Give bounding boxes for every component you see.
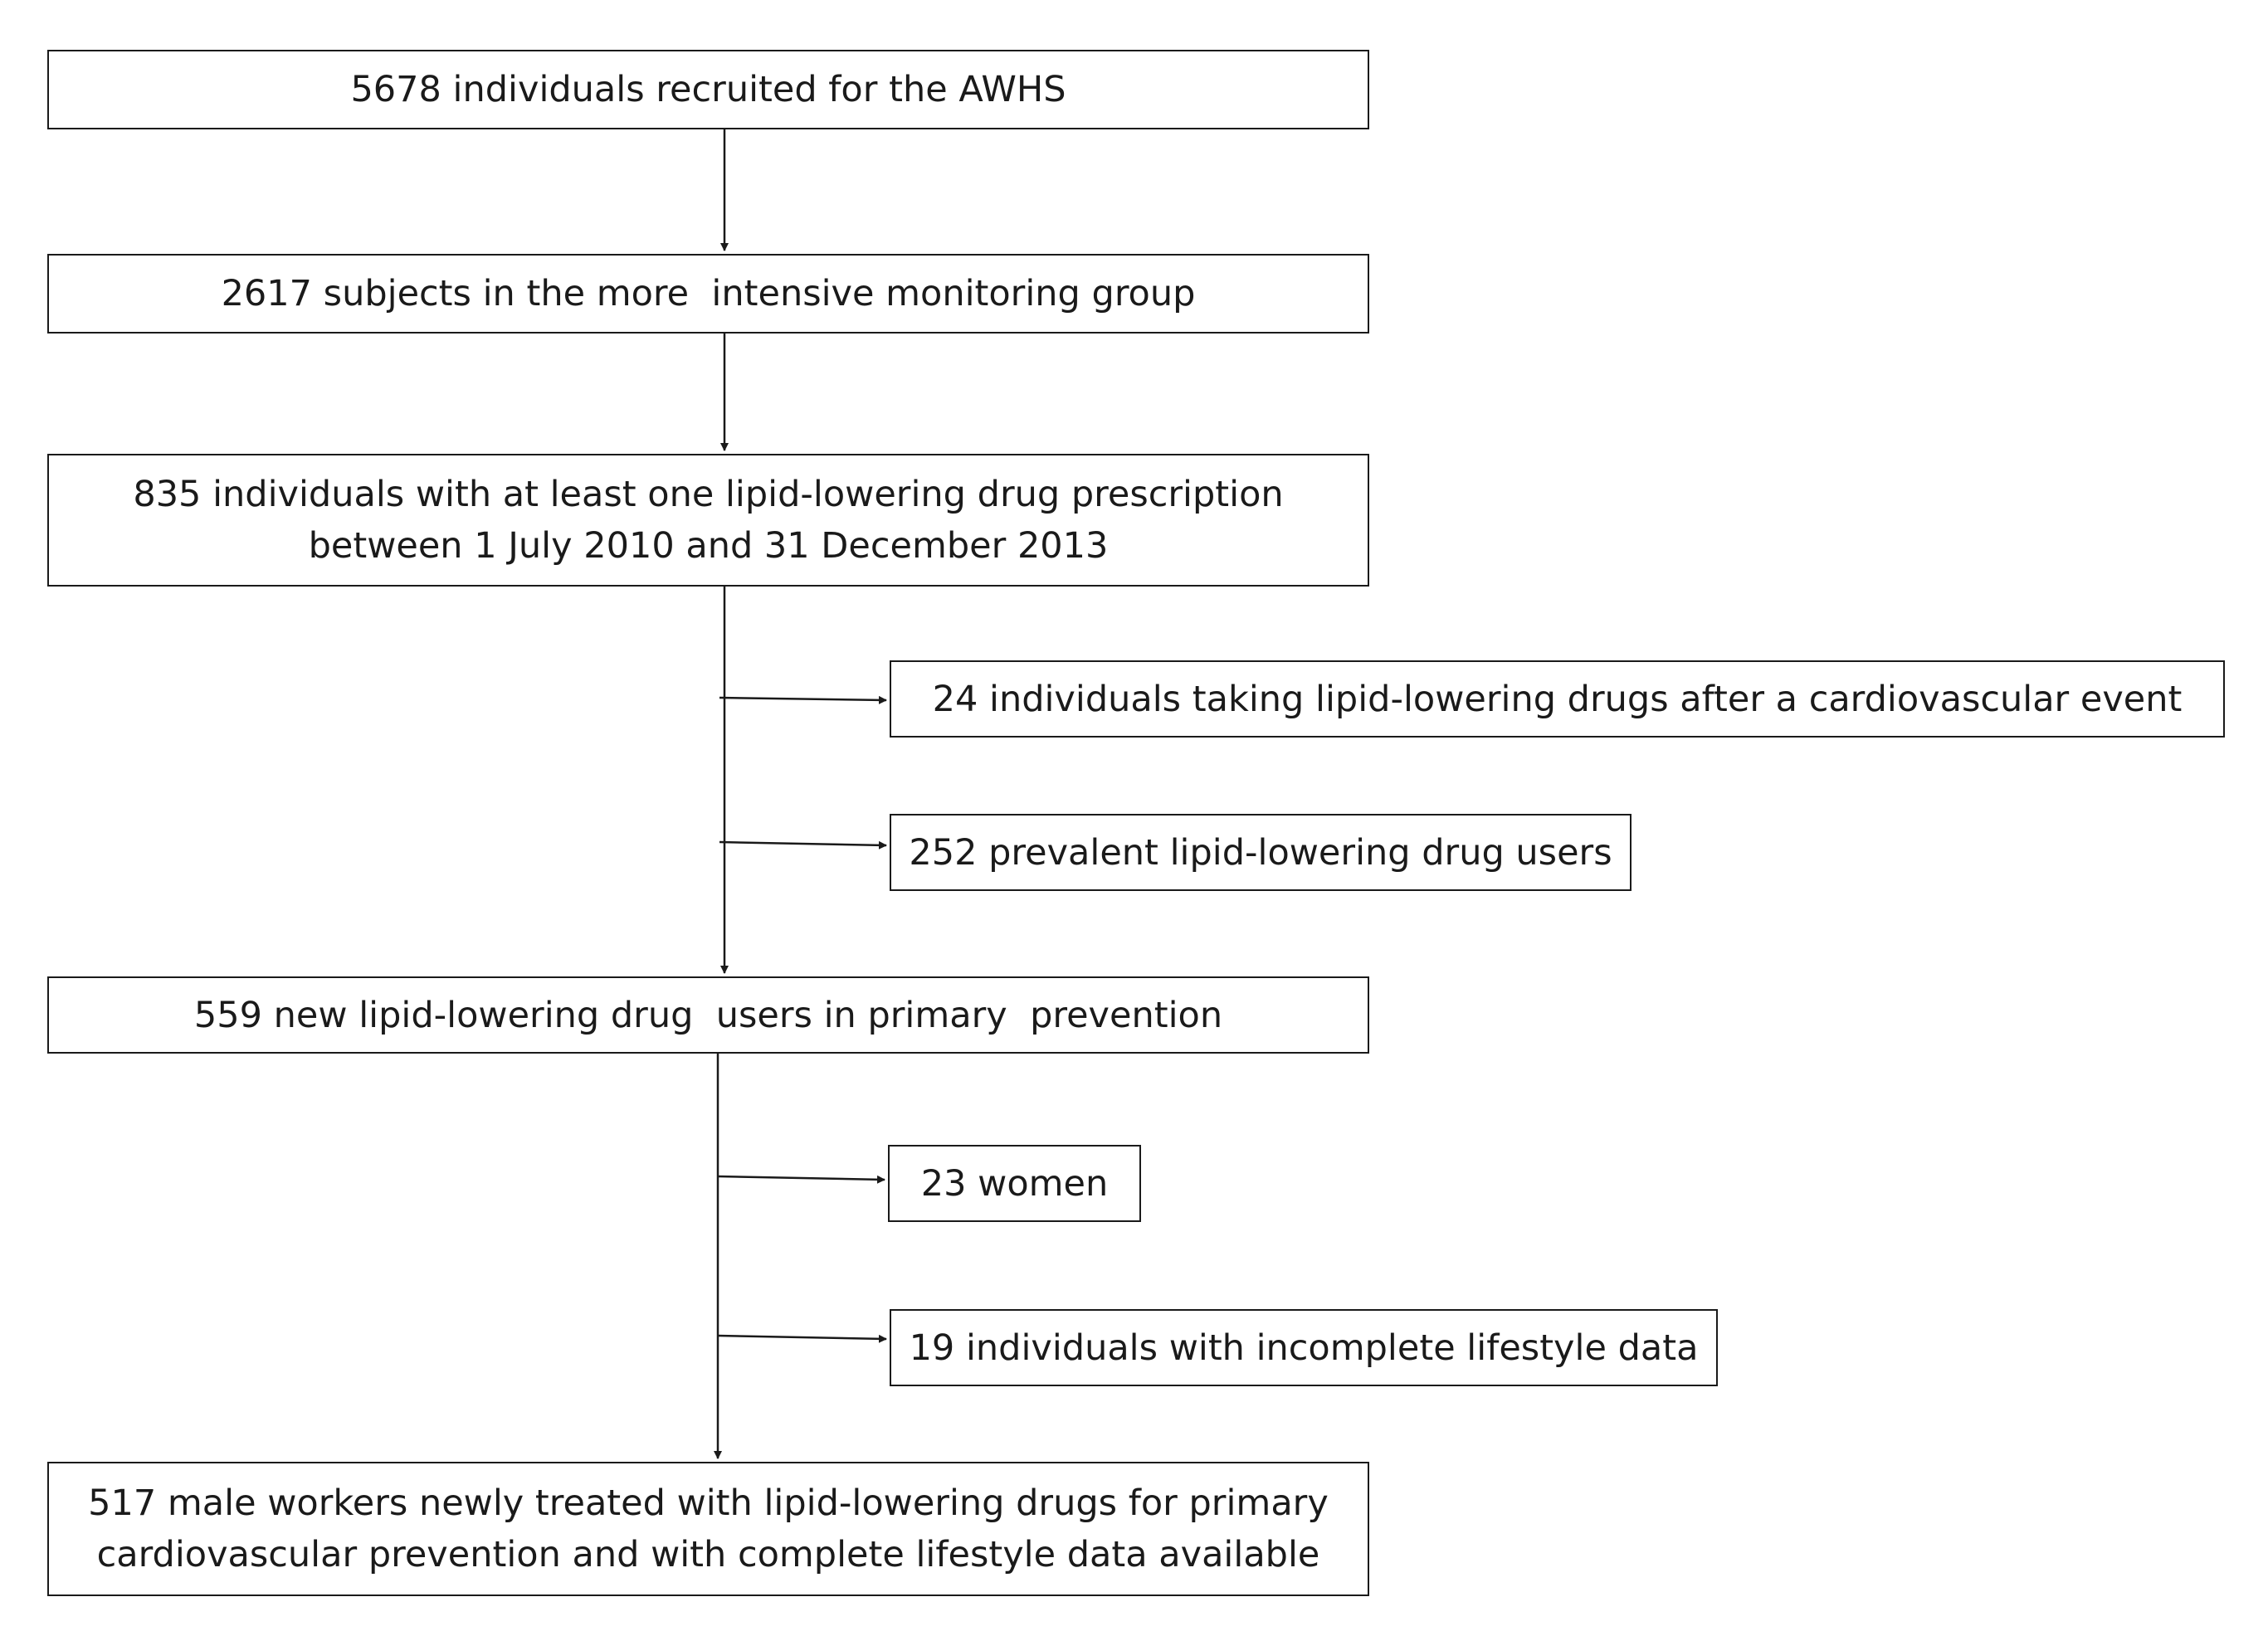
box-prescription-line-1: 835 individuals with at least one lipid-… [133, 474, 1284, 515]
box-final-cohort: 517 male workers newly treated with lipi… [47, 1462, 1369, 1596]
box-recruited-text: 5678 individuals recruited for the AWHS [350, 69, 1066, 110]
exclusion-cardiovascular-event-text: 24 individuals taking lipid-lowering dru… [932, 678, 2183, 720]
box-new-users: 559 new lipid-lowering drug users in pri… [47, 976, 1369, 1054]
arrow-to-women [717, 1175, 885, 1184]
arrow-to-prevalent-users [719, 840, 887, 850]
box-new-users-text: 559 new lipid-lowering drug users in pri… [193, 994, 1223, 1036]
exclusion-cardiovascular-event: 24 individuals taking lipid-lowering dru… [890, 660, 2225, 738]
box-prescription-line-2: between 1 July 2010 and 31 December 2013 [308, 525, 1109, 567]
exclusion-women-text: 23 women [920, 1162, 1109, 1205]
exclusion-women: 23 women [888, 1145, 1141, 1222]
exclusion-incomplete-lifestyle: 19 individuals with incomplete lifestyle… [890, 1309, 1718, 1386]
arrow-to-incomplete-lifestyle [717, 1334, 887, 1343]
exclusion-prevalent-users: 252 prevalent lipid-lowering drug users [890, 814, 1631, 891]
box-final-cohort-line-2: cardiovascular prevention and with compl… [96, 1534, 1320, 1575]
box-prescription: 835 individuals with at least one lipid-… [47, 454, 1369, 587]
box-final-cohort-line-1: 517 male workers newly treated with lipi… [88, 1483, 1329, 1524]
box-recruited: 5678 individuals recruited for the AWHS [47, 50, 1369, 129]
arrow-to-cardiovascular-event [719, 695, 887, 704]
box-monitoring-group-text: 2617 subjects in the more intensive moni… [221, 273, 1196, 314]
exclusion-incomplete-lifestyle-text: 19 individuals with incomplete lifestyle… [909, 1327, 1699, 1369]
exclusion-prevalent-users-text: 252 prevalent lipid-lowering drug users [909, 831, 1612, 874]
box-monitoring-group: 2617 subjects in the more intensive moni… [47, 254, 1369, 334]
